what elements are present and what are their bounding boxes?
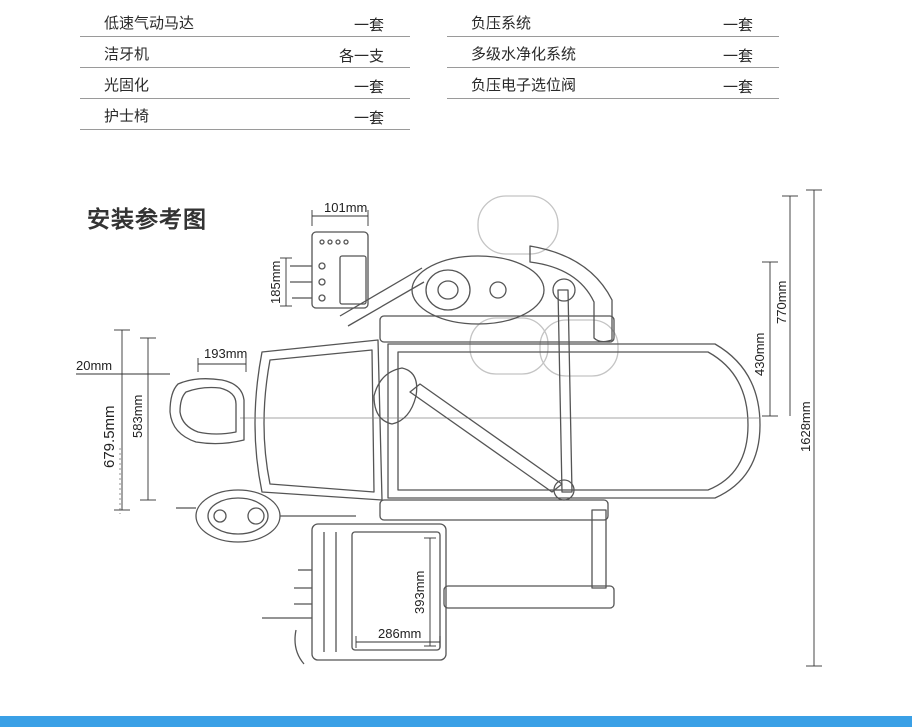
table-row: 负压电子选位阀 一套	[447, 68, 779, 99]
item-name: 光固化	[104, 76, 150, 94]
item-name: 多级水净化系统	[471, 45, 577, 63]
table-row: 光固化 一套	[80, 68, 410, 99]
dim-193: 193mm	[204, 346, 247, 361]
section-title: 安装参考图	[87, 207, 207, 233]
dim-430: 430mm	[752, 333, 767, 376]
bottom-accent-bar	[0, 716, 912, 727]
item-qty: 一套	[722, 47, 753, 65]
item-name: 洁牙机	[104, 45, 150, 63]
item-name: 低速气动马达	[104, 14, 195, 32]
item-qty: 各一支	[338, 47, 384, 65]
table-row: 低速气动马达 一套	[80, 6, 410, 37]
item-qty: 一套	[353, 16, 384, 34]
item-name: 负压系统	[471, 14, 532, 32]
item-name: 负压电子选位阀	[471, 76, 577, 94]
config-table-left: 低速气动马达 一套 洁牙机 各一支 光固化 一套 护士椅 一套	[80, 6, 410, 130]
dim-770: 770mm	[774, 281, 789, 324]
dim-101: 101mm	[324, 200, 367, 215]
dim-583: 583mm	[130, 395, 145, 438]
chair-body	[240, 315, 761, 609]
dim-185: 185mm	[268, 261, 283, 304]
dim-286: 286mm	[378, 626, 421, 641]
table-row: 负压系统 一套	[447, 6, 779, 37]
assistant-tray	[176, 489, 356, 543]
instrument-tray	[262, 523, 447, 665]
item-qty: 一套	[353, 78, 384, 96]
dim-20: 20mm	[76, 358, 112, 373]
dental-chair-diagram: 101mm 185mm 193mm 20mm 679.5mm 583mm 770…	[76, 189, 822, 667]
lamp-arm	[373, 245, 613, 501]
item-name: 护士椅	[104, 107, 150, 125]
headrest	[169, 378, 245, 445]
dim-679: 679.5mm	[101, 405, 118, 468]
item-qty: 一套	[353, 109, 384, 127]
table-row: 多级水净化系统 一套	[447, 37, 779, 68]
item-qty: 一套	[722, 78, 753, 96]
table-row: 洁牙机 各一支	[80, 37, 410, 68]
table-row: 护士椅 一套	[80, 99, 410, 130]
dim-1628: 1628mm	[798, 401, 813, 452]
doctor-control-box	[290, 231, 369, 309]
dim-393: 393mm	[412, 571, 427, 614]
item-qty: 一套	[722, 16, 753, 34]
config-table-right: 负压系统 一套 多级水净化系统 一套 负压电子选位阀 一套	[447, 6, 779, 99]
ghost-headrest	[469, 195, 619, 377]
